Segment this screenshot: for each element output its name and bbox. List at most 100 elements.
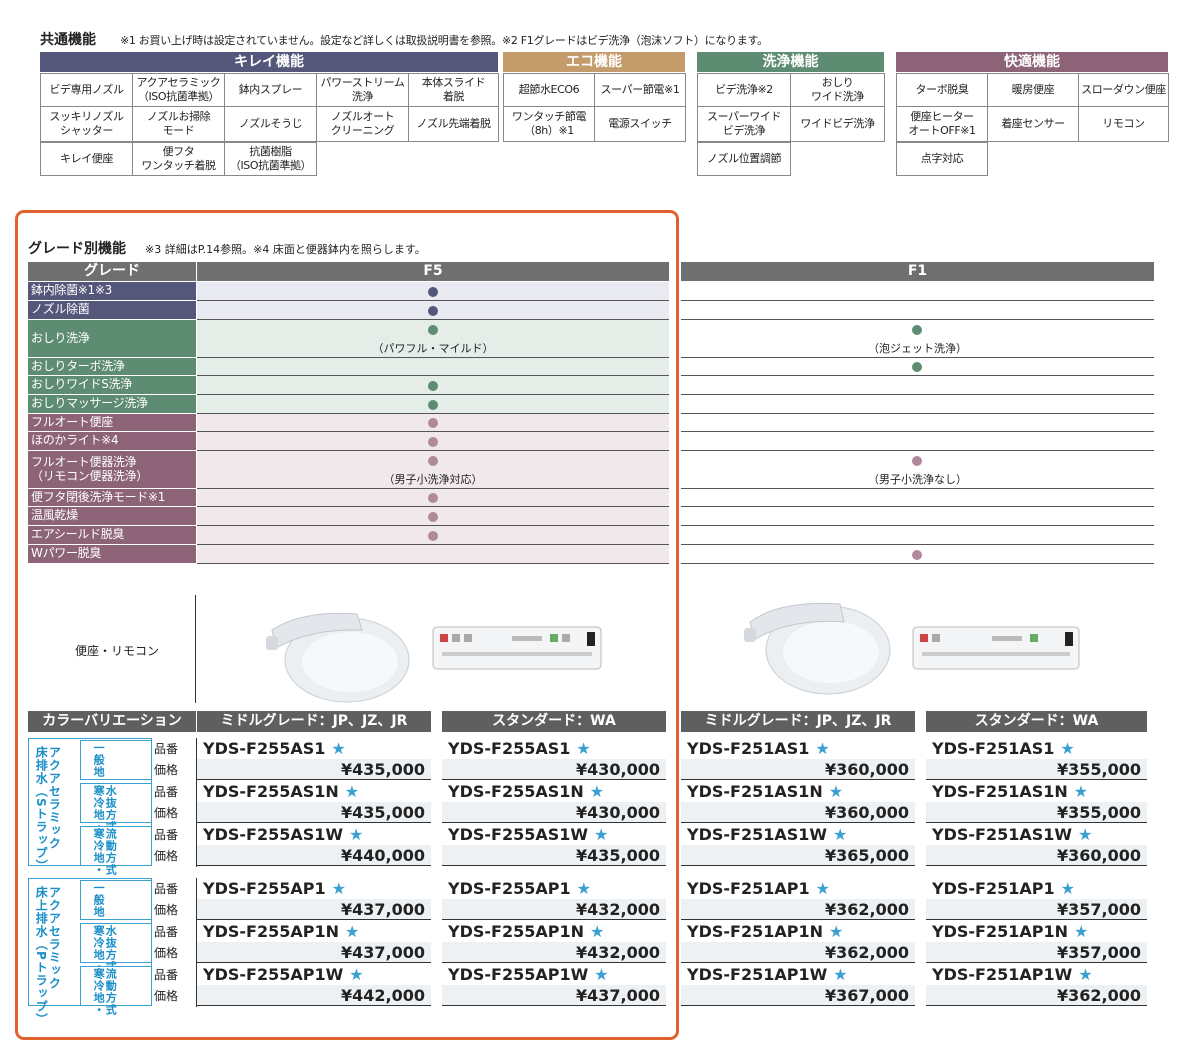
price-col-header-1: ミドルグレード：JP、JZ、JR: [197, 711, 431, 732]
product-code: YDS-F251AS1★: [932, 738, 1147, 759]
feature-cell: ノズル位置調節: [697, 142, 791, 176]
product-code: YDS-F255AP1N ★: [448, 921, 666, 942]
star-icon: ★: [594, 965, 609, 984]
type-box: [80, 966, 152, 1006]
star-icon: ★: [576, 879, 591, 898]
feature-cell: 本体スライド 着脱: [408, 73, 499, 107]
feature-dot-f5: [428, 511, 438, 522]
product-code: YDS-F251AP1W★: [932, 964, 1147, 985]
feature-cell: ビデ洗浄※2: [697, 73, 791, 107]
variation-header: カラーバリエーション: [28, 711, 196, 732]
product-price: ¥435,000: [197, 802, 431, 823]
product-code: YDS-F255AS1★: [448, 738, 666, 759]
product-code: YDS-F255AS1N★: [203, 781, 431, 802]
feature-dot-f5: [428, 286, 438, 297]
feature-cell: ビデ専用ノズル: [40, 73, 133, 107]
feature-cell: 鉢内スプレー: [224, 73, 317, 107]
grade-header-label: グレード: [28, 262, 196, 281]
type-box: [80, 783, 152, 823]
type-box: [80, 923, 152, 963]
star-icon: ★: [1074, 922, 1089, 941]
product-code-text: YDS-F255AP1N: [203, 922, 339, 941]
star-icon: ★: [1060, 879, 1075, 898]
star-icon: ★: [344, 782, 360, 801]
product-code: YDS-F251AP1W★: [687, 964, 915, 985]
product-code: YDS-F255AS1W★: [448, 824, 666, 845]
grade-title: グレード別機能: [28, 241, 126, 257]
feature-cell: ターボ脱臭: [896, 73, 988, 107]
feature-dot-f5: [428, 436, 438, 447]
product-price: ¥357,000: [926, 899, 1147, 920]
price-label: 価格: [154, 946, 179, 960]
product-code: YDS-F251AS1W★: [932, 824, 1147, 845]
product-price: ¥440,000: [197, 845, 431, 866]
product-price: ¥362,000: [681, 942, 915, 963]
feature-cell: ノズルオート クリーニング: [316, 106, 409, 142]
category-header-0: キレイ機能: [40, 52, 498, 72]
product-code: YDS-F251AS1★: [687, 738, 915, 759]
product-price: ¥360,000: [681, 759, 915, 780]
product-code: YDS-F255AS1N ★: [448, 781, 666, 802]
category-header-2: 洗浄機能: [697, 52, 884, 72]
product-code-text: YDS-F251AP1W: [932, 965, 1073, 984]
feature-cell: ノズル先端着脱: [408, 106, 499, 142]
type-label: 流動方式 寒冷地・: [92, 968, 118, 1016]
product-code-text: YDS-F251AS1N: [687, 782, 823, 801]
feature-row-label: おしりターボ洗浄: [28, 358, 196, 376]
f1-row-cell: [681, 282, 1154, 301]
feature-cell: 抗菌樹脂 （ISO抗菌準拠）: [224, 142, 317, 176]
feature-dot-f5: [428, 380, 438, 391]
type-box: [80, 826, 152, 866]
feature-dot-f5: [428, 305, 438, 316]
product-code: YDS-F251AP1N★: [687, 921, 915, 942]
remote-f1-image: [912, 626, 1080, 670]
feature-cell: ワンタッチ節電 （8h）※1: [503, 106, 595, 142]
product-code-text: YDS-F251AS1W: [932, 825, 1073, 844]
product-code-text: YDS-F255AP1: [203, 879, 326, 898]
price-col-header-4: スタンダード：WA: [926, 711, 1147, 732]
image-label: 便座・リモコン: [75, 644, 160, 658]
product-code: YDS-F255AP1W ★: [448, 964, 666, 985]
f1-row-cell: [681, 526, 1154, 545]
product-code: YDS-F251AP1★: [932, 878, 1147, 899]
product-price: ¥437,000: [197, 899, 431, 920]
star-icon: ★: [828, 782, 844, 801]
product-price: ¥367,000: [681, 985, 915, 1006]
f1-row-cell: [681, 432, 1154, 451]
product-code-text: YDS-F255AS1W: [448, 825, 589, 844]
feature-row-label: 便フタ閉後洗浄モード※1: [28, 489, 196, 507]
product-price: ¥355,000: [926, 802, 1147, 823]
star-icon: ★: [590, 922, 605, 941]
f5-row-cell: [197, 358, 669, 376]
price-label: 価格: [154, 849, 179, 863]
feature-row-label: 温風乾燥: [28, 507, 196, 526]
type-box: [80, 880, 152, 920]
price-label: 価格: [154, 763, 179, 777]
feature-row-label: ノズル除菌: [28, 301, 196, 320]
feature-row-label: フルオート便座: [28, 414, 196, 432]
feature-cell: スッキリノズル シャッター: [40, 106, 133, 142]
product-price: ¥362,000: [926, 985, 1147, 1006]
product-code-text: YDS-F251AS1W: [687, 825, 828, 844]
feature-cell: スーパーワイド ビデ洗浄: [697, 106, 791, 142]
product-code: YDS-F255AS1★: [203, 738, 431, 759]
product-price: ¥435,000: [197, 759, 431, 780]
product-code-text: YDS-F251AP1N: [687, 922, 823, 941]
type-label: 流動方式 寒冷地・: [92, 828, 118, 876]
product-code-text: YDS-F255AP1W: [448, 965, 589, 984]
star-icon: ★: [589, 782, 605, 801]
code-label: 品番: [154, 785, 179, 799]
product-code-text: YDS-F255AS1: [203, 739, 326, 758]
feature-cell: 便座ヒーター オートOFF※1: [896, 106, 988, 142]
feature-dot-f1: [912, 549, 922, 560]
product-code-text: YDS-F255AP1N: [448, 922, 584, 941]
feature-cell: パワーストリーム 洗浄: [316, 73, 409, 107]
product-code: YDS-F251AP1N★: [932, 921, 1147, 942]
product-code: YDS-F251AS1W★: [687, 824, 915, 845]
product-code: YDS-F255AP1W★: [203, 964, 431, 985]
feature-dot-f1: [912, 325, 922, 335]
grade-header-f1: F1: [681, 262, 1154, 281]
price-col-header-2: スタンダード：WA: [442, 711, 666, 732]
product-code-text: YDS-F255AS1N: [448, 782, 584, 801]
star-icon: ★: [833, 965, 848, 984]
